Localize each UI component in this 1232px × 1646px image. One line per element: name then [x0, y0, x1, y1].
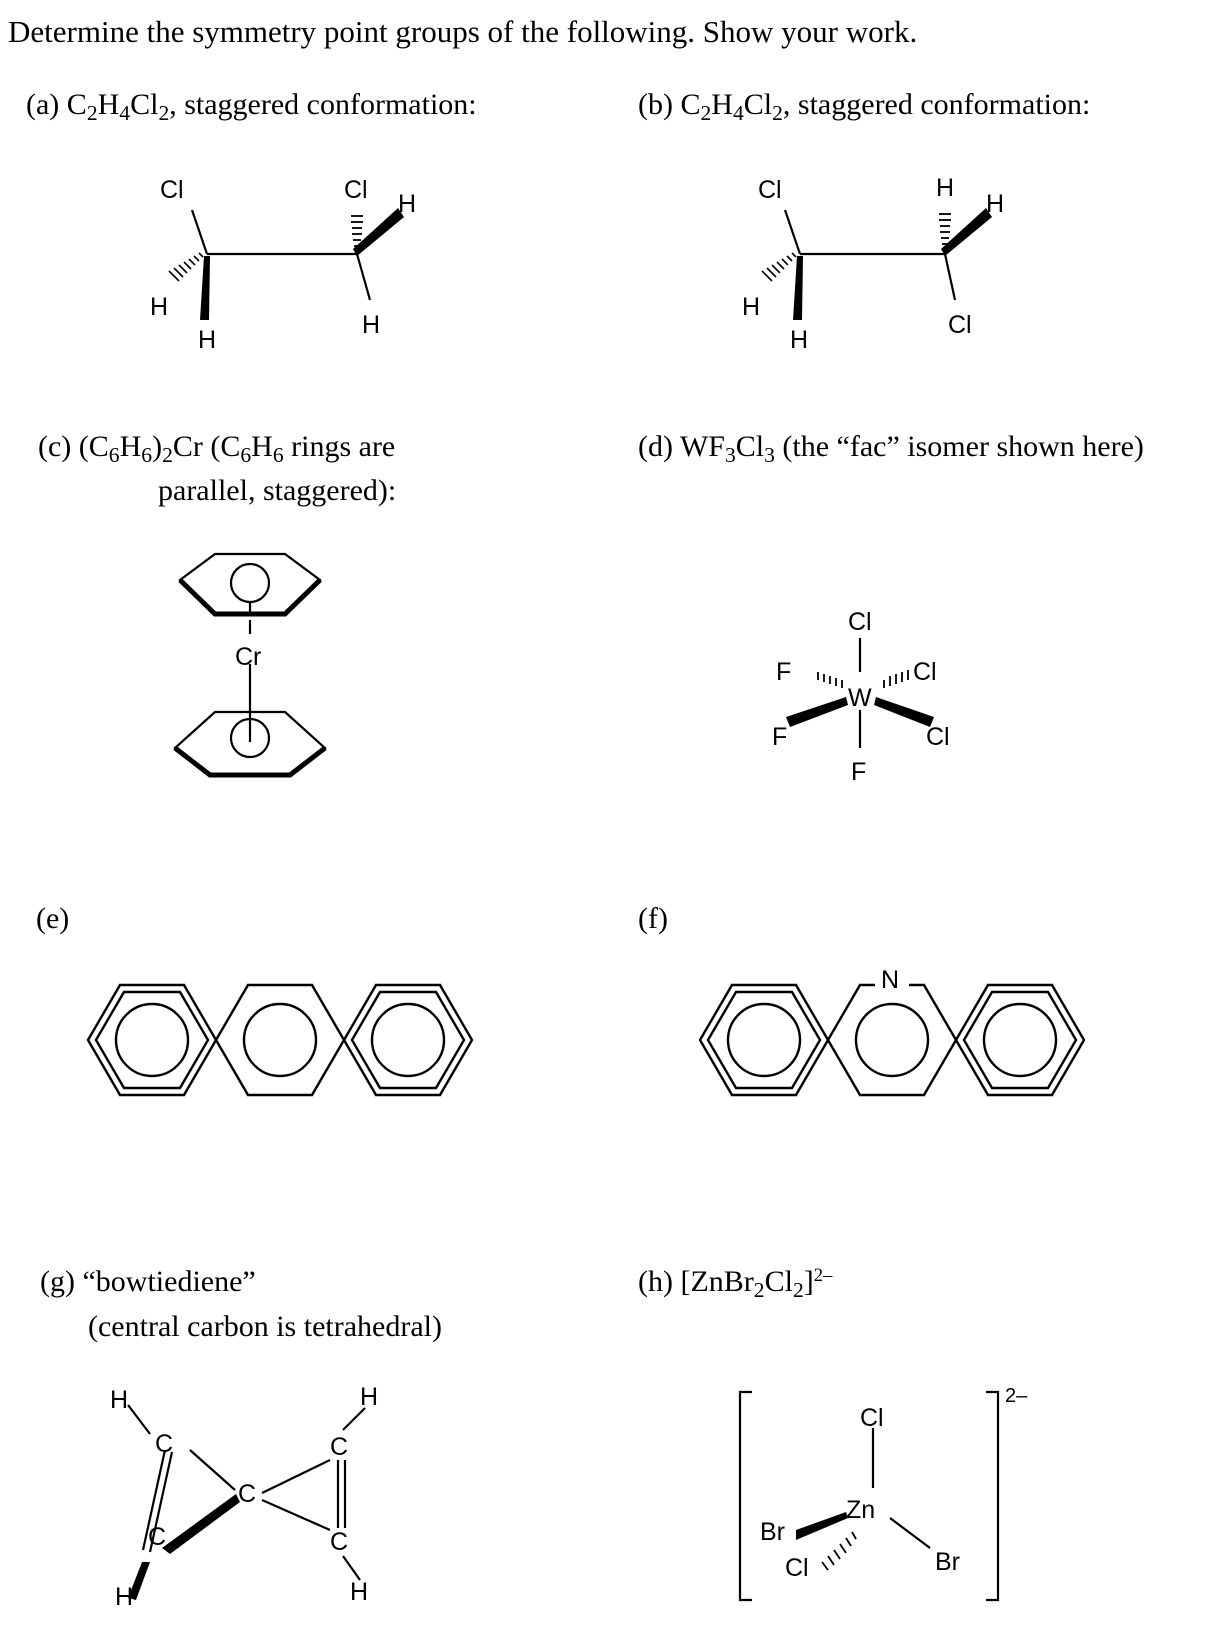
atom-h-charge: 2–	[1005, 1385, 1028, 1407]
label-c-line2: parallel, staggered):	[158, 474, 397, 507]
atom-g-c-upper-right: C	[330, 1433, 348, 1461]
label-h: (h) [ZnBr2Cl2]2–	[638, 1264, 833, 1303]
atom-h-cl-top: Cl	[860, 1404, 884, 1432]
wedge-g-c	[162, 1494, 240, 1554]
structure-a	[168, 208, 404, 320]
atom-b-h-top: H	[936, 174, 954, 202]
question-prompt: Determine the symmetry point groups of t…	[8, 14, 918, 49]
label-e: (e)	[36, 902, 70, 935]
atom-a-cl-right: Cl	[344, 176, 368, 204]
label-g-line2: (central carbon is tetrahedral)	[88, 1310, 442, 1343]
label-a: (a) C2H4Cl2, staggered conformation:	[26, 88, 477, 126]
atom-g-c-center: C	[238, 1480, 256, 1508]
atom-c-metal: Cr	[235, 643, 261, 671]
wedge-d-cl	[874, 697, 934, 727]
atom-a-h-upper-right: H	[398, 190, 416, 218]
structure-c	[173, 552, 327, 778]
structure-h	[738, 1390, 1000, 1602]
atom-f-nitrogen: N	[881, 966, 899, 994]
atom-g-c-upper-left: C	[155, 1430, 173, 1458]
atom-d-f-left: F	[776, 658, 791, 686]
atom-b-cl-left: Cl	[758, 176, 782, 204]
atom-a-h-bottom-left: H	[198, 326, 216, 354]
atom-g-h-bottom-right: H	[350, 1578, 368, 1606]
wedge-g-h	[128, 1562, 150, 1600]
atom-h-center: Zn	[846, 1496, 875, 1524]
atom-b-h-upper-right: H	[986, 190, 1004, 218]
atom-g-h-top-left: H	[110, 1386, 128, 1414]
structure-f	[698, 983, 1086, 1097]
acridine-n-gap	[875, 964, 909, 992]
atom-g-c-lower-left: C	[148, 1523, 166, 1551]
label-g: (g) “bowtiediene”	[40, 1265, 256, 1298]
label-b: (b) C2H4Cl2, staggered conformation:	[638, 88, 1091, 126]
atom-h-br-right: Br	[935, 1548, 960, 1576]
atom-d-f-lower-left: F	[772, 723, 787, 751]
atom-b-cl-bottom: Cl	[948, 311, 972, 339]
atom-g-h-bottom-left: H	[115, 1583, 133, 1611]
label-c: (c) (C6H6)2Cr (C6H6 rings are	[38, 430, 396, 468]
structure-g	[127, 1404, 366, 1581]
atom-b-h-left: H	[742, 293, 760, 321]
structure-e	[86, 983, 474, 1097]
atom-a-cl-left: Cl	[160, 176, 184, 204]
atom-d-center: W	[848, 684, 872, 712]
atom-d-cl-top: Cl	[848, 608, 872, 636]
atom-h-br-left: Br	[760, 1518, 785, 1546]
structure-b	[761, 208, 992, 320]
atom-d-cl-right: Cl	[913, 658, 937, 686]
structure-d	[817, 638, 909, 748]
atom-g-h-top-right: H	[360, 1383, 378, 1411]
atom-d-f-bottom: F	[851, 758, 866, 786]
wedge-d-f	[786, 697, 848, 727]
label-d: (d) WF3Cl3 (the “fac” isomer shown here)	[638, 430, 1144, 468]
atom-a-h-left: H	[150, 293, 168, 321]
atom-h-cl-lower-left: Cl	[785, 1554, 809, 1582]
atom-b-h-bottom-left: H	[790, 326, 808, 354]
atom-a-h-bottom-right: H	[362, 311, 380, 339]
label-f: (f)	[638, 902, 668, 935]
wedge-h-br	[796, 1512, 848, 1540]
atom-d-cl-lower-right: Cl	[926, 723, 950, 751]
atom-g-c-lower-right: C	[330, 1528, 348, 1556]
